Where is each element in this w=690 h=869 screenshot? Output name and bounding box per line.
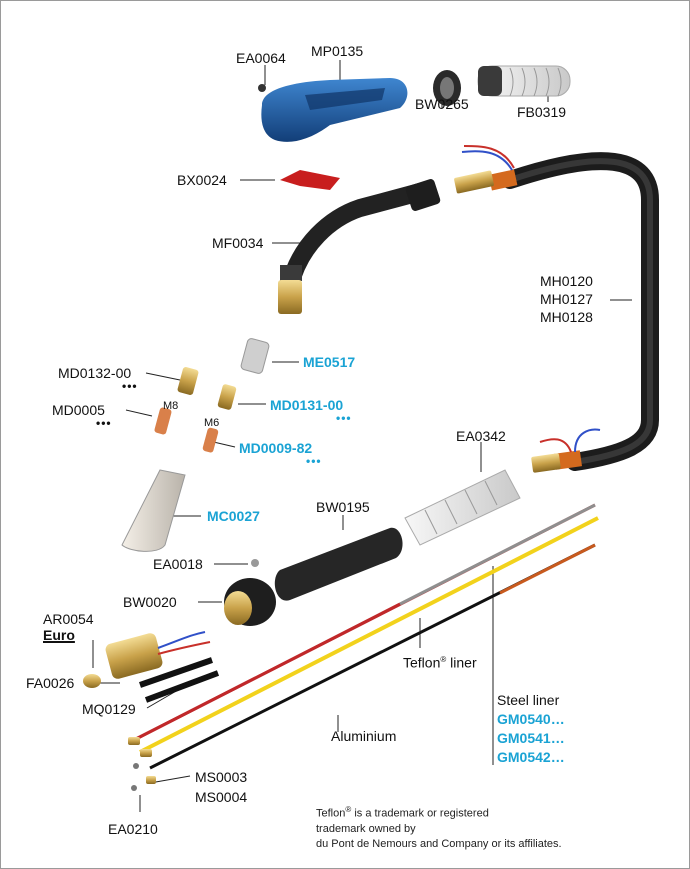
nozzle-mc0027 — [121, 469, 186, 552]
label-md0132: MD0132-00 — [58, 365, 132, 381]
label-md0131: MD0131-00 — [270, 397, 344, 413]
label-ea0064: EA0064 — [236, 50, 286, 66]
label-m8: M8 — [163, 400, 179, 412]
label-md0009: MD0009-82 — [239, 440, 313, 456]
label-bw0020: BW0020 — [123, 594, 177, 610]
label-mp0135: MP0135 — [311, 43, 364, 59]
label-fb0319: FB0319 — [517, 104, 567, 120]
trigger-bx0024 — [280, 170, 340, 190]
tip-adapter-me0517 — [240, 338, 270, 374]
label-mh0120: MH0120 — [540, 273, 593, 289]
label-mq0129: MQ0129 — [82, 701, 136, 717]
label-mh0128: MH0128 — [540, 309, 593, 325]
label-mc0027: MC0027 — [207, 508, 260, 524]
label-bx0024: BX0024 — [177, 172, 227, 188]
main-hose — [454, 145, 659, 473]
nut-bw0020 — [224, 578, 276, 626]
label-md0132-ellipsis: ••• — [122, 379, 138, 393]
label-gm0541: GM0541… — [497, 730, 565, 746]
label-ea0342: EA0342 — [456, 428, 506, 444]
handle-mp0135 — [258, 78, 408, 142]
label-m6: M6 — [204, 417, 220, 429]
tubes-mq0129 — [139, 657, 220, 703]
label-fa0026: FA0026 — [26, 675, 75, 691]
label-gm0542: GM0542… — [497, 749, 565, 765]
label-gm0540: GM0540… — [497, 711, 565, 727]
contact-tips — [154, 367, 237, 453]
ring-bw0265 — [433, 70, 461, 106]
label-md0005-ellipsis: ••• — [96, 416, 112, 430]
label-bw0195: BW0195 — [316, 499, 370, 515]
label-aluminium: Aluminium — [331, 728, 397, 744]
small-fittings — [128, 737, 156, 791]
label-md0009-ellipsis: ••• — [306, 454, 322, 468]
label-mh0127: MH0127 — [540, 291, 593, 307]
label-ea0018: EA0018 — [153, 556, 203, 572]
label-euro: Euro — [43, 627, 75, 643]
liners — [129, 503, 599, 770]
spring-fb0319 — [477, 65, 571, 97]
screw-ea0018 — [251, 559, 259, 567]
label-ms0004: MS0004 — [195, 789, 248, 805]
label-md0131-ellipsis: ••• — [336, 411, 352, 425]
label-bw0265: BW0265 — [415, 96, 469, 112]
trademark-note: Teflon® is a trademark or registered tra… — [316, 805, 562, 850]
label-teflon-liner: Teflon® liner — [403, 654, 477, 671]
label-ar0054: AR0054 — [43, 611, 94, 627]
label-mf0034: MF0034 — [212, 235, 264, 251]
label-ms0003: MS0003 — [195, 769, 248, 785]
label-steel-liner: Steel liner — [497, 692, 560, 708]
label-me0517: ME0517 — [303, 354, 356, 370]
euro-connector-ar0054 — [83, 631, 211, 688]
label-md0005: MD0005 — [52, 402, 105, 418]
swan-neck-mf0034 — [278, 179, 441, 314]
grip-bw0195 — [274, 527, 403, 601]
label-ea0210: EA0210 — [108, 821, 158, 837]
spring-ea0342 — [404, 469, 521, 546]
